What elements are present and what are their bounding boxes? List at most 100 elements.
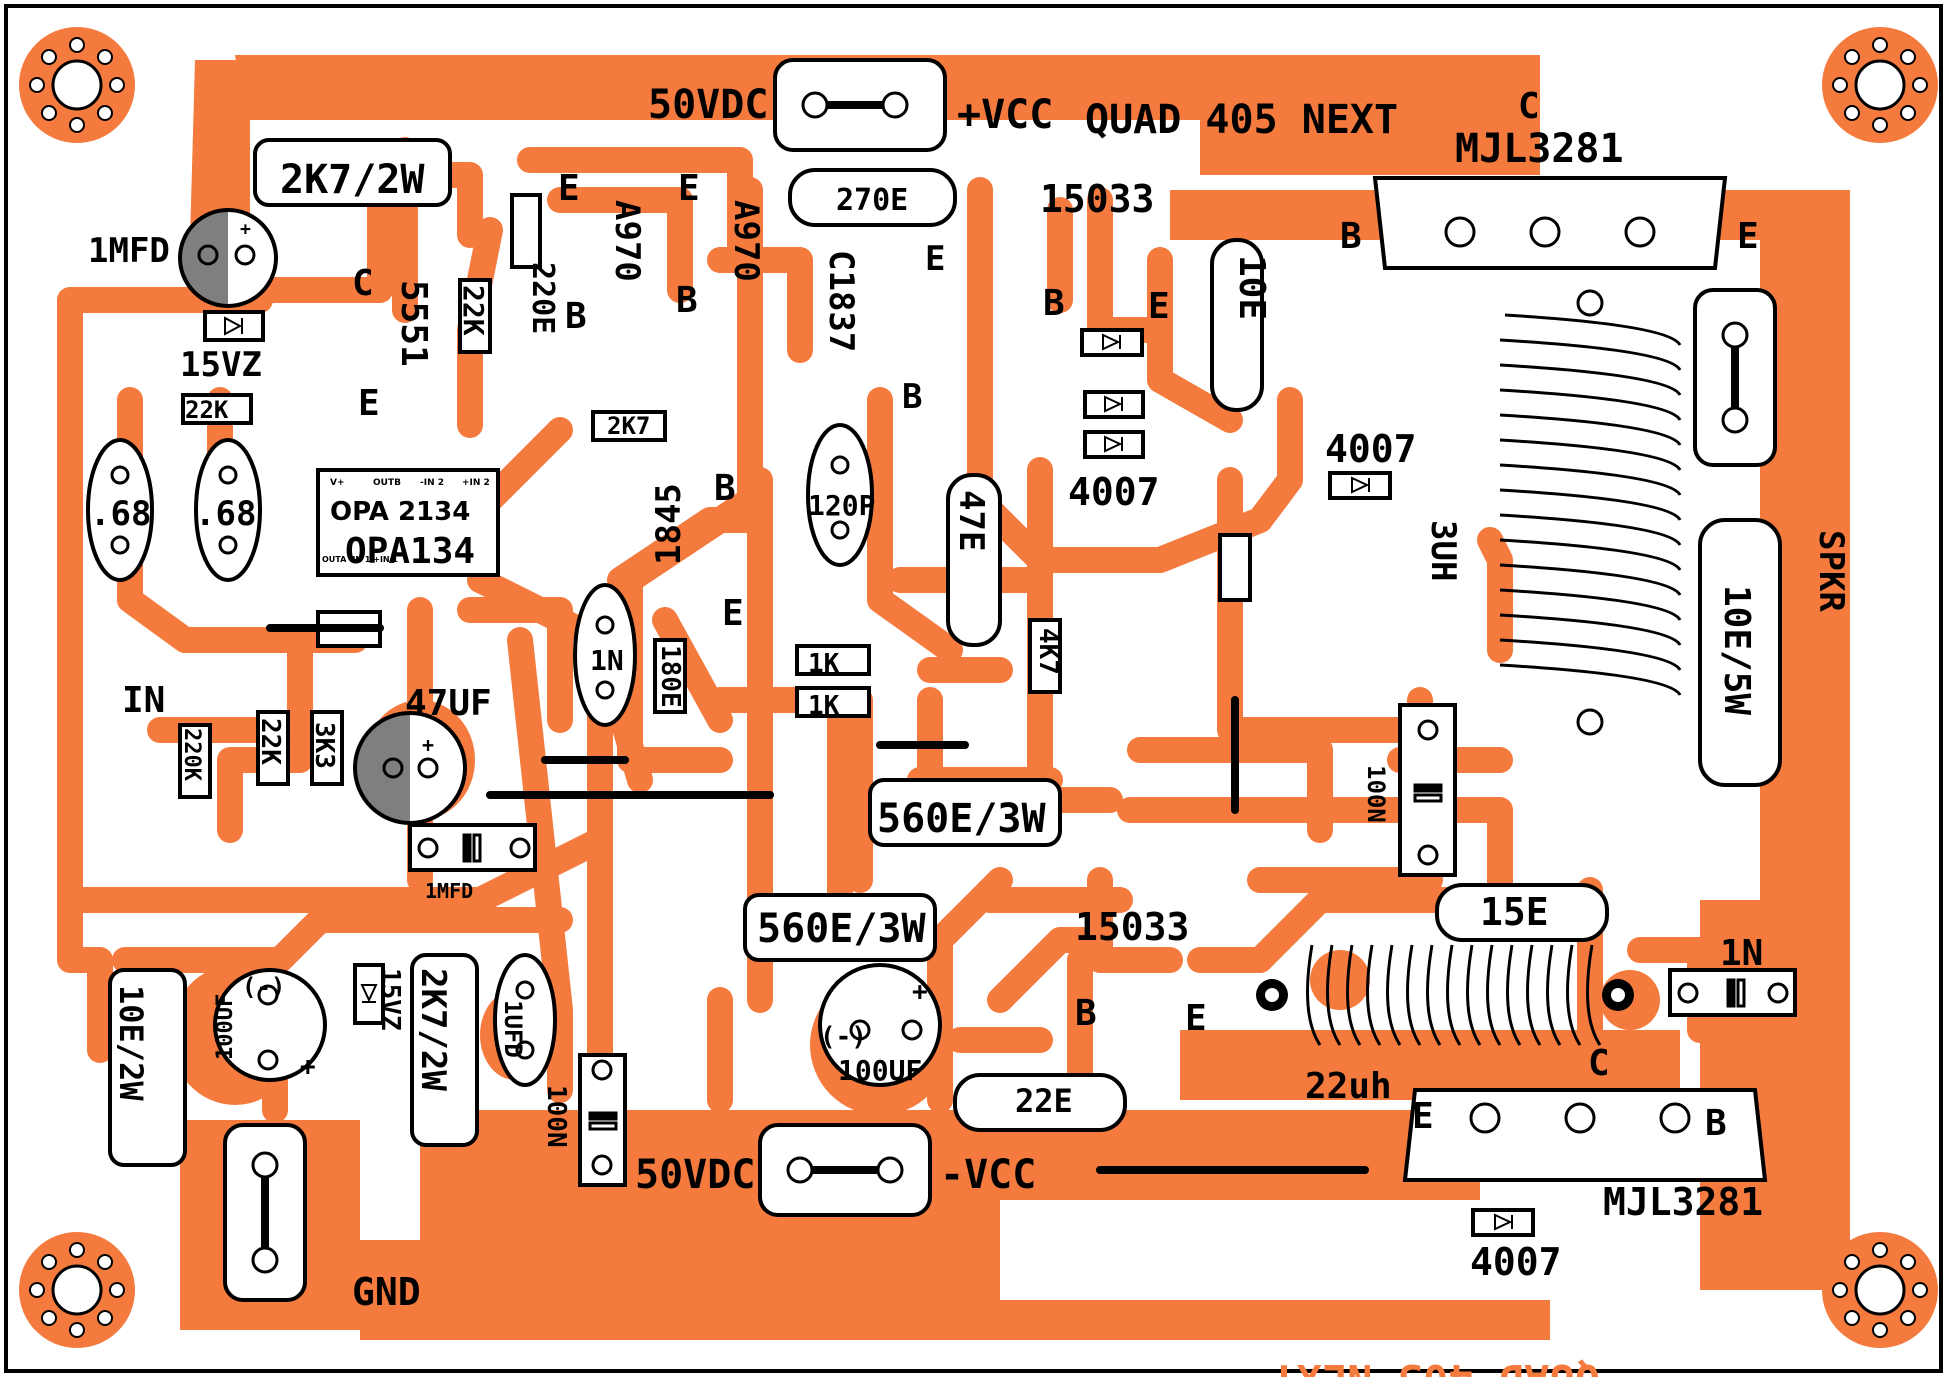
pin-b-1845: B [714,468,736,509]
diode-symbols [224,316,1513,1231]
pin-plus-1mfd-top: + [240,219,251,240]
component-outlines [86,58,1797,1302]
label-2k7-2w-bottom: 2K7/2W [413,968,453,1091]
label-3k3: 3K3 [309,722,339,769]
label-220e: 220E [525,262,560,334]
label-15e: 15E [1480,890,1549,934]
label-4007-d: 4007 [1470,1240,1562,1284]
pin-b-bottom: B [1705,1103,1727,1144]
label-ic-pin-in2n: -IN 2 [420,478,444,488]
label-pos-supply: 50VDC [648,82,768,128]
resistor-220k [178,723,212,799]
label-560e-3w-b: 560E/3W [757,906,926,952]
resistor-1k-a [795,644,871,676]
label-1845: 1845 [649,483,689,565]
resistor-22k-a [458,278,492,354]
pin-b-15033-top: B [1043,283,1065,324]
mounting-holes [29,37,1928,1338]
label-a970-1: A970 [607,200,647,282]
resistor-10e [1210,238,1264,412]
pin-e-1845: E [722,593,744,634]
label-mjl3281-bottom: MJL3281 [1603,1180,1763,1224]
resistor-10e-2w [108,968,187,1167]
label-ic-pin-outb: OUTB [373,478,401,488]
pin-minus-100uf-a: (-) [242,973,285,1001]
label-100uf-a: 100UF [213,994,238,1060]
label-560e-3w-a: 560E/3W [877,796,1046,842]
label-c1837: C1837 [821,250,861,352]
capacitor-1ufd [493,953,557,1087]
resistor-10e-5w [1698,518,1782,787]
resistor-22k-b [181,393,253,425]
pin-b-c1837: B [902,377,922,417]
diode-4007-d [1471,1208,1535,1237]
label-22uh: 22uh [1305,1066,1392,1107]
label-1ufd: 1UFD [499,1000,527,1058]
capacitor-068-b [194,438,262,582]
electrolytic-shading [180,210,410,823]
capacitor-120p [806,423,874,567]
label-r-2k7-2w-top: 2K7/2W [280,157,425,203]
label-22k-a: 22K [457,285,490,336]
resistor-180e [653,638,687,714]
label-180e: 180E [655,645,685,708]
capacitor-100uf-b [818,963,942,1087]
resistor-560e-3w-b [743,893,937,962]
polarity-glyphs [462,783,1746,1131]
resistor-220e [510,193,542,269]
label-10e: 10E [1231,255,1272,320]
resistor-2k7-2w-bottom [410,953,479,1147]
pin-c-top: C [1518,86,1540,127]
capacitor-1n-a [573,583,637,727]
label-15033-top: 15033 [1040,177,1154,221]
pin-e-top: E [1737,216,1759,257]
label-100n-b: 100N [541,1085,571,1148]
label-ic-pins-bottom: OUTA -IN 1 +IN 1 [322,555,398,564]
capacitor-100uf-a [213,968,327,1082]
pin-e-bottom: E [1412,1096,1434,1137]
resistor-2k7-2w-top [253,138,452,207]
label-47uf: 47UF [405,683,492,724]
pads [110,91,1789,1274]
label-120p: 120P [808,489,875,522]
pin-e-15033-bottom: E [1185,998,1207,1039]
coil-terminals [1256,979,1634,1011]
label-220k: 220K [179,728,204,782]
label-a970-2: A970 [726,200,766,282]
label-068-b: .68 [195,494,256,534]
label-15vz-bottom: 15VZ [375,968,405,1031]
label-15033-bottom: 15033 [1075,905,1189,949]
pin-plus-100uf-a: + [300,1052,316,1082]
board-title: QUAD 405 NEXT [1085,97,1398,143]
label-1n-b: 1N [1720,933,1763,974]
pin-b-top: B [1340,216,1362,257]
ic-opa2134 [316,468,500,577]
label-3uh: 3UH [1423,520,1463,581]
inductor-3uh [1499,313,1682,696]
label-22e: 22E [1015,1082,1073,1120]
label-270e: 270E [836,183,908,218]
label-22k-b: 22K [185,396,229,424]
diode-4007-c [1083,430,1145,459]
resistor-270e [788,168,957,227]
label-ic-pin-vplus: V+ [330,478,345,488]
label-10e-2w: 10E/2W [112,985,150,1101]
label-4007-b: 4007 [1068,470,1160,514]
pin-c-bottom: C [1588,1043,1610,1084]
resistor-2k7 [591,410,667,442]
resistor-4k7 [1028,618,1062,694]
label-1k-b: 1K [808,691,840,721]
zener-15vz-top [203,310,265,342]
diode-4007-b [1083,390,1145,419]
label-1n-a: 1N [590,644,624,677]
label-ic-pin-in2p: +IN 2 [462,478,490,488]
resistor-47e [946,473,1002,647]
label-pos-vcc: +VCC [957,92,1053,138]
pin-e-c1837: E [925,239,945,279]
board-title-mirrored: QUAD 405 NEXT [1271,1355,1600,1377]
pin-c-5551: C [352,263,374,304]
capacitor-068-a [86,438,154,582]
fuse-right [1218,533,1252,602]
